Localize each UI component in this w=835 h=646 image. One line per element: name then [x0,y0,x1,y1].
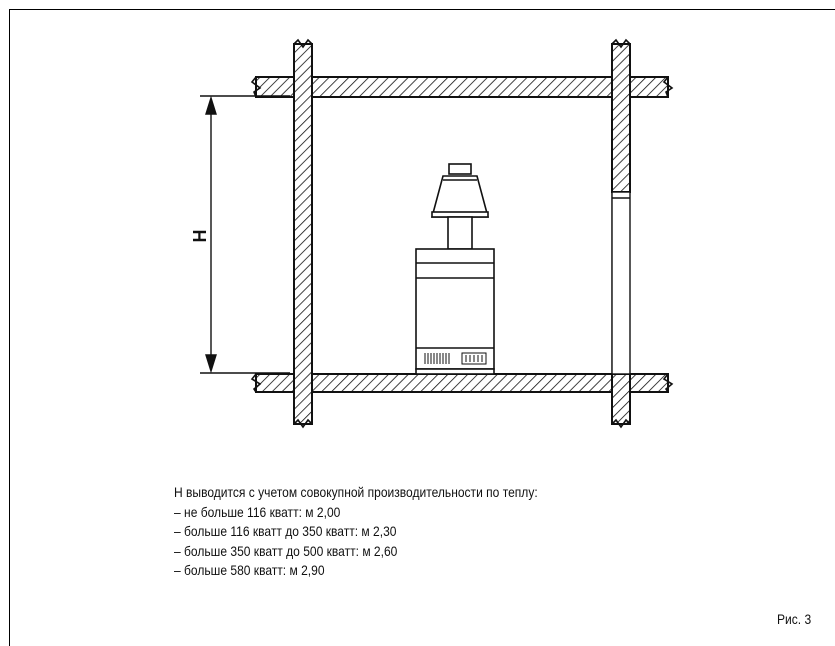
right-wall-upper [611,43,631,193]
break-marks [250,38,674,429]
control-panel [424,352,487,365]
height-requirements-caption: H выводится с учетом совокупной производ… [174,483,538,581]
wall-opening [611,191,631,375]
caption-item: – не больше 116 кватт: м 2,00 [174,503,341,520]
dimension-label-h: H [190,230,210,243]
floor-slab [255,373,669,393]
boiler-unit [415,163,495,375]
ceiling-slab [255,76,669,98]
height-dimension [200,95,290,374]
caption-item: – больше 350 кватт до 500 кватт: м 2,60 [174,542,398,559]
caption-item: – больше 580 кватт: м 2,90 [174,562,325,578]
left-wall [293,43,313,425]
figure-label: Рис. 3 [777,611,812,627]
caption-heading: H выводится с учетом совокупной производ… [174,484,538,500]
caption-item: – больше 116 кватт до 350 кватт: м 2,30 [174,523,397,539]
page-frame [9,9,835,646]
